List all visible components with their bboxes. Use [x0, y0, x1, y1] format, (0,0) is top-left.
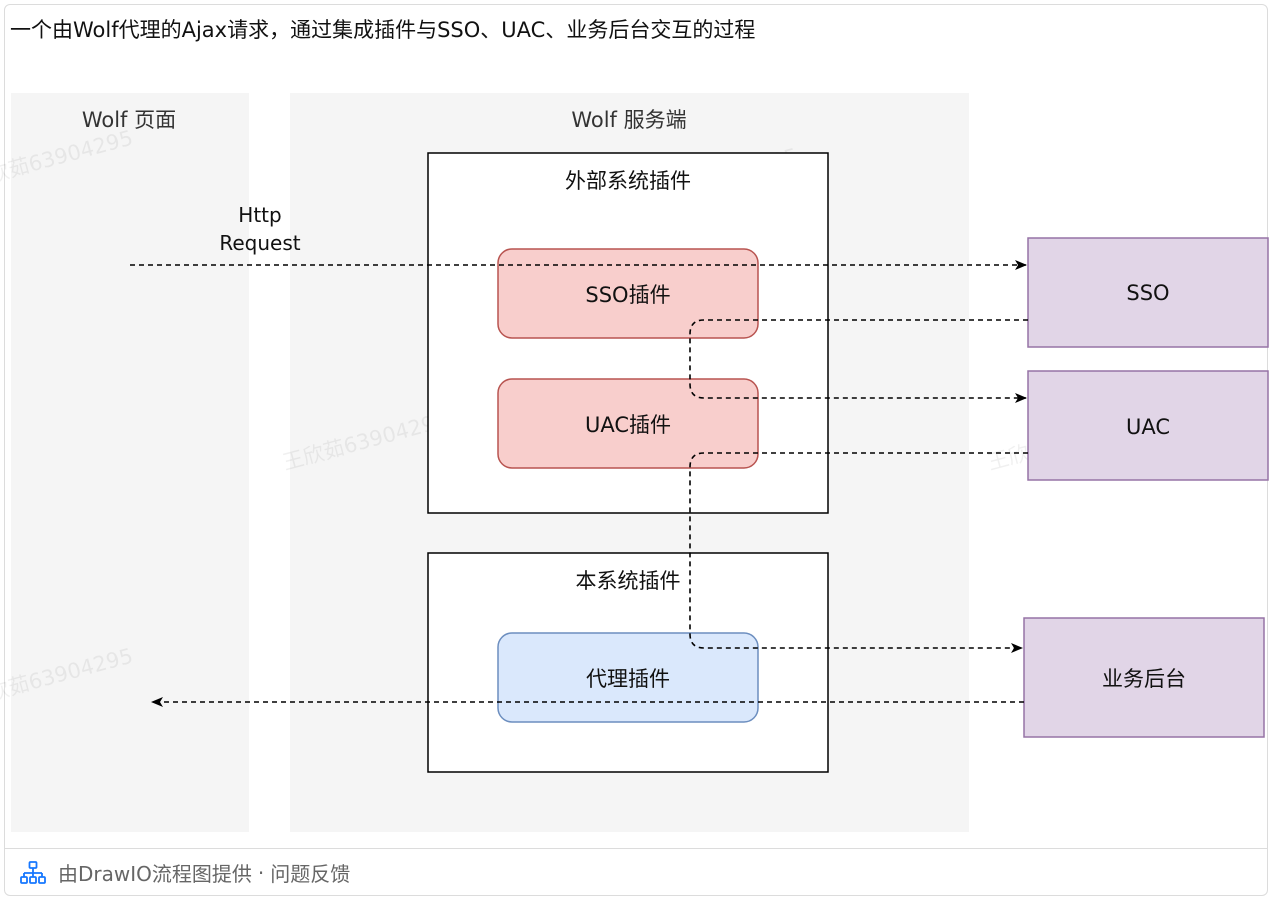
- uac-system-box[interactable]: [1027, 370, 1269, 481]
- feedback-link[interactable]: 问题反馈: [270, 862, 351, 886]
- proxy-plugin-label: 代理插件: [586, 667, 670, 691]
- footer-bar: 由DrawIO流程图提供 · 问题反馈: [4, 848, 1268, 896]
- uac-plugin-box[interactable]: [497, 378, 759, 469]
- sitemap-icon: [20, 860, 46, 884]
- lane-wolf-page: [11, 93, 249, 832]
- lane-wolf-server-label: Wolf 服务端: [571, 108, 686, 132]
- proxy-plugin-box[interactable]: [497, 632, 759, 723]
- uac-plugin-label: UAC插件: [585, 413, 671, 437]
- diagram-title: 一个由Wolf代理的Ajax请求，通过集成插件与SSO、UAC、业务后台交互的过…: [10, 18, 756, 42]
- backend-system-box[interactable]: [1023, 617, 1265, 738]
- sso-plugin-box[interactable]: [497, 248, 759, 339]
- sso-system-box[interactable]: [1027, 237, 1269, 348]
- edge-sso-to-uac: [689, 319, 1028, 403]
- sso-plugin-label: SSO插件: [585, 283, 670, 307]
- sso-system-label: SSO: [1126, 281, 1169, 305]
- diagram-canvas: Wolf 页面 Wolf 服务端 王欣茹63904295 王欣茹63904295…: [0, 93, 1269, 832]
- footer-separator: ·: [257, 860, 265, 885]
- group-internal-plugins-label: 本系统插件: [576, 569, 681, 593]
- group-external-plugins-label: 外部系统插件: [565, 169, 691, 193]
- http-request-label-line1: Http: [238, 203, 281, 227]
- footer-provider-text: 由DrawIO流程图提供: [58, 862, 252, 886]
- http-request-label-line2: Request: [219, 231, 300, 255]
- uac-system-label: UAC: [1126, 415, 1170, 439]
- lane-wolf-page-label: Wolf 页面: [82, 108, 176, 132]
- backend-system-label: 业务后台: [1102, 667, 1186, 691]
